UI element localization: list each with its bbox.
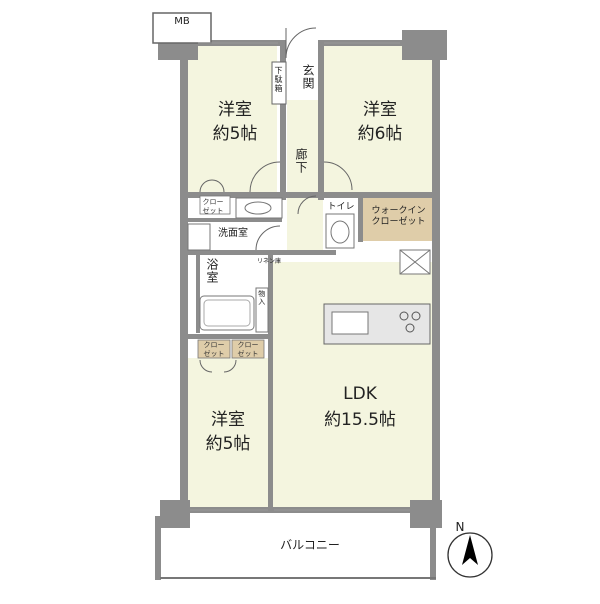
- shoe-cabinet-label: 下駄箱: [274, 66, 283, 93]
- kitchen-sink: [331, 311, 369, 335]
- western-room-c-floor: [185, 358, 271, 510]
- ldk-floor: [272, 262, 436, 510]
- washroom-door: [255, 225, 281, 251]
- western-room-c-size: 約5帖: [205, 434, 251, 454]
- storage-box: [255, 287, 269, 333]
- closet-c-right-label: クロー ゼット: [237, 341, 259, 358]
- washroom-label: 洗面室: [218, 228, 248, 239]
- closet-c-left-label: クロー ゼット: [203, 341, 225, 358]
- compass-needle: [462, 535, 478, 565]
- wic-label: ウォークイン クローゼット: [371, 206, 426, 228]
- hallway-label: 廊下: [294, 148, 308, 174]
- toilet-label: トイレ: [327, 202, 355, 212]
- western-room-c-name: 洋室: [211, 410, 245, 430]
- linen-label: リネン庫: [256, 258, 281, 265]
- closet-a-box: [199, 195, 231, 215]
- entrance-label: 玄関: [301, 64, 315, 90]
- western-room-a-name: 洋室: [218, 100, 252, 120]
- closet-a-label: クロー ゼット: [202, 198, 224, 215]
- room-b-door: [323, 161, 353, 191]
- compass-label: N: [455, 520, 465, 534]
- windows: [190, 42, 410, 511]
- washroom-machine: [187, 223, 211, 251]
- stove: [399, 311, 421, 333]
- compass-ring: [447, 532, 493, 578]
- toilet-door: [297, 195, 317, 215]
- closet-a-doors: [199, 179, 225, 193]
- western-room-b-size: 約6帖: [357, 124, 403, 144]
- closet-c-left: [197, 339, 231, 359]
- ldk-name: LDK: [343, 384, 377, 404]
- wic-floor: [363, 197, 434, 241]
- entrance-door: [285, 27, 317, 59]
- balcony-label: バルコニー: [280, 538, 340, 552]
- shoe-cabinet: [271, 61, 287, 105]
- western-room-b-name: 洋室: [363, 100, 397, 120]
- storage-label: 物入: [257, 290, 266, 306]
- ldk-size: 約15.5帖: [324, 410, 396, 430]
- hallway-floor: [287, 100, 323, 250]
- wash-basin: [235, 197, 283, 219]
- closet-c-right: [231, 339, 265, 359]
- balcony-floor: [160, 516, 435, 578]
- western-room-a-size: 約5帖: [212, 124, 258, 144]
- room-a-door: [249, 161, 281, 193]
- bathroom-label: 浴室: [205, 258, 219, 284]
- meter-box-label: MB: [174, 16, 190, 27]
- meter-box: [152, 12, 212, 44]
- bathtub: [199, 295, 255, 331]
